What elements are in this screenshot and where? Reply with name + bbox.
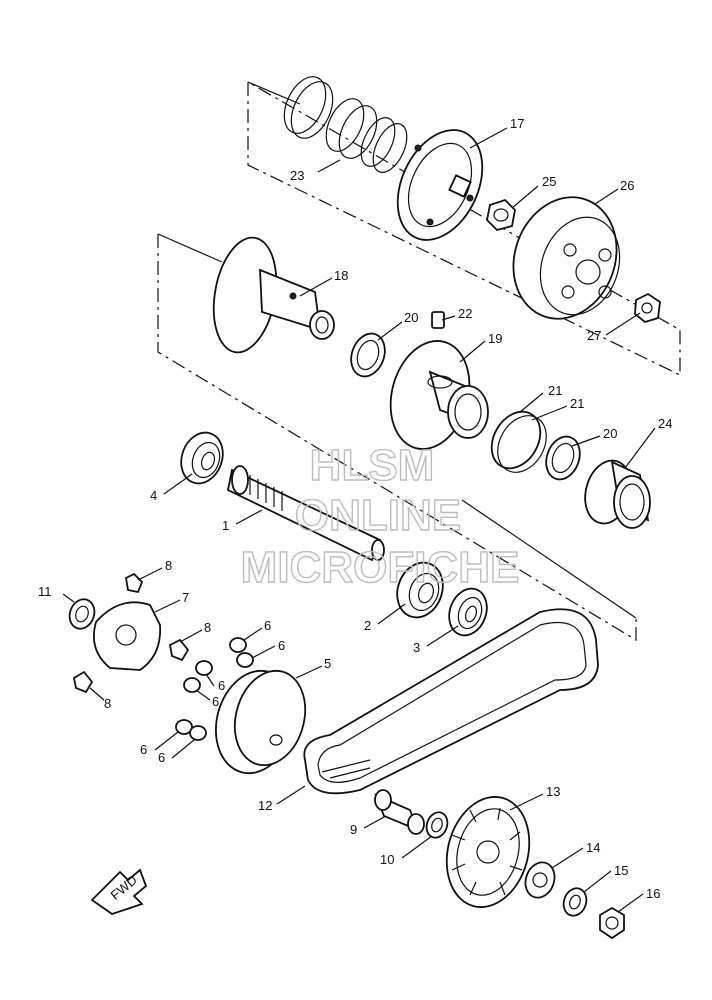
clutch-carrier-17 (396, 129, 484, 241)
watermark-line-3: MICROFICHE (241, 543, 520, 592)
label-24: 24 (658, 416, 672, 431)
label-20-lower: 20 (603, 426, 617, 441)
label-8-mid: 8 (204, 620, 211, 635)
nut-25 (486, 198, 516, 232)
cam-plate-7 (92, 601, 162, 671)
label-27: 27 (587, 328, 601, 343)
label-12: 12 (258, 798, 272, 813)
clutch-housing-26 (512, 196, 621, 320)
label-6-d: 6 (212, 694, 219, 709)
callout-labels: 17 23 25 26 18 20 22 19 27 21 21 20 24 4… (38, 116, 672, 901)
label-18: 18 (334, 268, 348, 283)
washer-11 (68, 598, 96, 630)
label-8-top: 8 (165, 558, 172, 573)
assembly-frames (157, 81, 681, 642)
cooling-fan-13 (445, 796, 531, 908)
leader-lines (62, 127, 656, 913)
watermark: HLSM ONLINE MICROFICHE (240, 440, 520, 592)
label-25: 25 (542, 174, 556, 189)
label-20-upper: 20 (404, 310, 418, 325)
label-5: 5 (324, 656, 331, 671)
bearing-2 (396, 561, 444, 619)
label-22: 22 (458, 306, 472, 321)
v-belt-12 (303, 608, 599, 795)
label-21-lower: 21 (570, 396, 584, 411)
springs-23 (283, 76, 408, 173)
watermark-line-2: ONLINE (295, 491, 461, 540)
fwd-arrow-icon: FWD (90, 868, 148, 915)
label-6-b: 6 (278, 638, 285, 653)
label-16: 16 (646, 886, 660, 901)
primary-sheave-5 (215, 669, 307, 775)
watermark-line-1: HLSM (310, 441, 435, 490)
bearing-4 (180, 431, 224, 485)
seal-20-upper (350, 332, 386, 378)
washer-15 (562, 887, 588, 917)
bearing-3 (448, 587, 488, 637)
label-14: 14 (586, 840, 600, 855)
label-1: 1 (222, 518, 229, 533)
weights-6 (175, 637, 254, 741)
label-11: 11 (38, 584, 52, 599)
label-2: 2 (364, 618, 371, 633)
label-4: 4 (150, 488, 157, 503)
collar-9 (374, 789, 425, 835)
nut-16 (599, 906, 625, 940)
washer-10 (425, 811, 449, 839)
label-6-c: 6 (218, 678, 225, 693)
nut-27 (634, 292, 661, 324)
label-8-bottom: 8 (104, 696, 111, 711)
label-6-f: 6 (158, 750, 165, 765)
label-17: 17 (510, 116, 524, 131)
sliders-8 (72, 572, 190, 694)
label-9: 9 (350, 822, 357, 837)
label-23: 23 (290, 168, 304, 183)
label-7: 7 (182, 590, 189, 605)
shaft-1 (226, 465, 385, 562)
seal-20-lower (545, 435, 581, 481)
nut-14 (524, 861, 556, 899)
label-15: 15 (614, 863, 628, 878)
cam-19 (389, 340, 489, 450)
label-19: 19 (488, 331, 502, 346)
label-26: 26 (620, 178, 634, 193)
label-3: 3 (413, 640, 420, 655)
sliding-sheave-18 (212, 236, 335, 354)
label-6-a: 6 (264, 618, 271, 633)
label-21-upper: 21 (548, 383, 562, 398)
label-13: 13 (546, 784, 560, 799)
collar-24 (584, 459, 651, 529)
label-10: 10 (380, 852, 394, 867)
label-6-e: 6 (140, 742, 147, 757)
